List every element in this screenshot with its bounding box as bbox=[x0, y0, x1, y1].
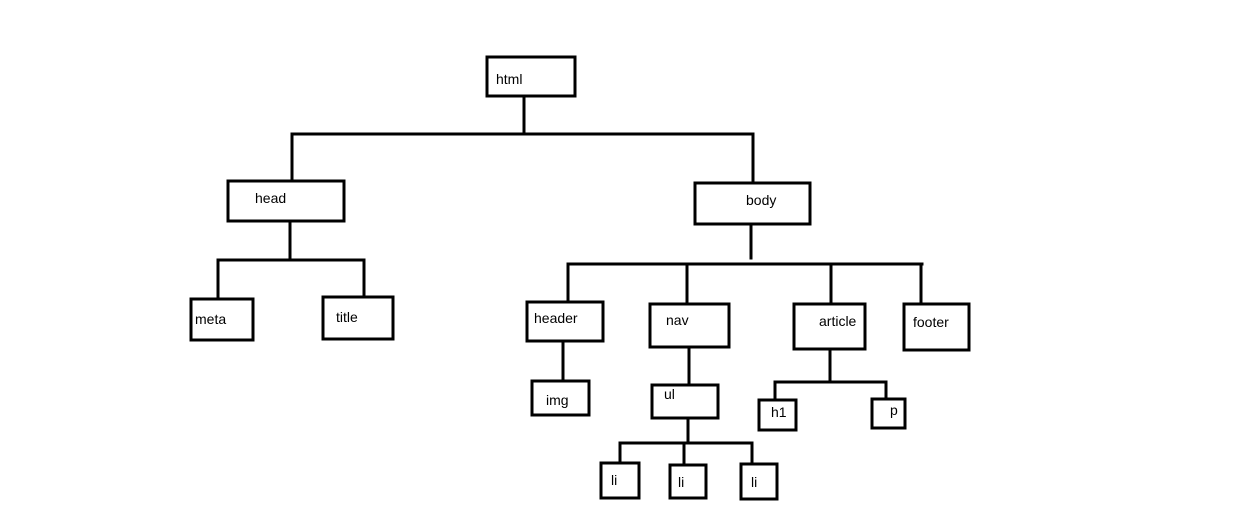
tree-node-ul: ul bbox=[650, 383, 720, 420]
node-label: ul bbox=[664, 386, 675, 402]
node-box bbox=[792, 302, 867, 351]
node-box bbox=[650, 383, 720, 420]
tree-node-meta: meta bbox=[189, 297, 255, 342]
tree-node-li-2: li bbox=[668, 463, 708, 500]
node-label: li bbox=[678, 474, 684, 490]
tree-connectors bbox=[216, 95, 924, 467]
node-label: html bbox=[496, 71, 522, 87]
edge-body-children bbox=[566, 222, 924, 306]
edge-html-children bbox=[290, 95, 755, 185]
node-box bbox=[870, 397, 907, 430]
node-box bbox=[321, 295, 395, 341]
node-box bbox=[902, 302, 971, 352]
node-box bbox=[648, 302, 731, 349]
tree-node-html: html bbox=[485, 55, 577, 98]
node-box bbox=[668, 463, 708, 500]
node-label: article bbox=[819, 313, 857, 329]
tree-node-h1: h1 bbox=[757, 398, 798, 432]
node-box bbox=[599, 461, 641, 500]
node-box bbox=[739, 462, 779, 501]
node-box bbox=[530, 379, 591, 417]
node-label: img bbox=[546, 392, 569, 408]
node-label: li bbox=[611, 472, 617, 488]
tree-node-title: title bbox=[321, 295, 395, 341]
node-box bbox=[693, 181, 812, 226]
node-box bbox=[757, 398, 798, 432]
node-box bbox=[189, 297, 255, 342]
node-label: h1 bbox=[771, 404, 787, 420]
tree-node-nav: nav bbox=[648, 302, 731, 349]
edge-ul-children bbox=[618, 416, 754, 467]
tree-node-li-1: li bbox=[599, 461, 641, 500]
node-label: footer bbox=[913, 314, 949, 330]
tree-node-header: header bbox=[525, 300, 605, 343]
tree-node-img: img bbox=[530, 379, 591, 417]
node-box bbox=[525, 300, 605, 343]
node-label: head bbox=[255, 190, 286, 206]
tree-node-article: article bbox=[792, 302, 867, 351]
tree-node-head: head bbox=[226, 179, 346, 223]
tree-node-footer: footer bbox=[902, 302, 971, 352]
edge-article-children bbox=[773, 347, 888, 402]
node-label: nav bbox=[666, 312, 689, 328]
node-label: li bbox=[751, 474, 757, 490]
node-box bbox=[226, 179, 346, 223]
node-label: meta bbox=[195, 311, 226, 327]
edge-head-children bbox=[216, 219, 366, 301]
tree-node-li-3: li bbox=[739, 462, 779, 501]
node-label: header bbox=[534, 310, 578, 326]
node-label: title bbox=[336, 309, 358, 325]
tree-node-p: p bbox=[870, 397, 907, 430]
tree-node-body: body bbox=[693, 181, 812, 226]
node-label: body bbox=[746, 192, 776, 208]
node-label: p bbox=[890, 402, 898, 418]
node-box bbox=[485, 55, 577, 98]
